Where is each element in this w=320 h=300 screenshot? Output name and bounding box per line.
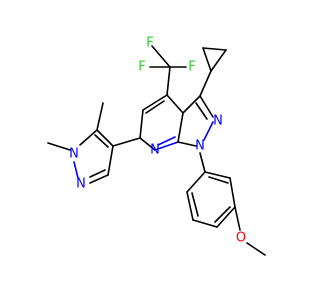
atom-f2: F <box>138 60 145 75</box>
bond-pz-n2-c3-double <box>89 169 106 178</box>
atom-n-dimethylpyrazole-1: N <box>69 147 79 162</box>
bond-n1-aryl <box>199 152 206 173</box>
atom-n-pyridine: N <box>150 143 160 158</box>
bond-c3-cyclopropyl <box>199 70 212 97</box>
atom-n-pyrazole-2: N <box>213 114 223 129</box>
bond-n7-c7a-double <box>157 136 176 146</box>
bond-c3a-c4 <box>166 94 184 114</box>
molecule-structure-diagram: F F F N N N N N O <box>47 36 266 256</box>
bond-cyclopropyl-b <box>210 49 227 72</box>
bond-pz-n2-c3 <box>89 174 109 184</box>
bond-pz-n1-n2 <box>73 161 79 179</box>
bond-cyclopropyl-c <box>202 47 227 51</box>
bond-c4-c5-double <box>145 100 165 114</box>
bond-aryl-5 <box>186 191 194 221</box>
bond-aryl-5-double <box>191 192 199 217</box>
atom-f1: F <box>146 36 153 51</box>
bond-cyclopropyl-a <box>202 47 212 72</box>
bond-n2-n1 <box>203 121 214 141</box>
bond-c4-c5 <box>142 94 168 111</box>
bond-aryl-3 <box>216 206 236 228</box>
atom-o-methoxy: O <box>236 231 246 246</box>
bond-c3-n2 <box>199 95 214 118</box>
bond-aryl-6 <box>186 171 206 193</box>
bond-n1-c7a <box>177 141 197 147</box>
bond-pz-c5-n1 <box>79 129 98 146</box>
bond-pz-c5-methyl <box>96 102 104 131</box>
atom-label-layer: F F F N N N N N O <box>69 36 246 246</box>
bond-pz-c3-c4 <box>107 145 114 176</box>
bond-n7-c7a <box>154 141 179 151</box>
bond-c5-c6 <box>139 109 144 139</box>
atom-n-pyrazole-1: N <box>195 139 205 154</box>
bond-pz-c4-c5 <box>96 129 114 147</box>
bond-c3-n2-double <box>195 102 208 120</box>
bond-layer <box>47 45 266 256</box>
bond-aryl-2 <box>229 177 236 208</box>
bond-c7a-c3a <box>177 112 184 143</box>
bond-aryl-3-double <box>214 206 231 223</box>
bond-c-cf3 <box>166 66 171 96</box>
bond-aryl-1-double <box>208 176 229 184</box>
bond-aryl-4 <box>192 219 218 228</box>
bond-pz-n1-methyl <box>47 142 71 151</box>
bond-c3a-c3 <box>182 95 201 114</box>
bond-o-methyl <box>246 242 266 256</box>
bond-c6-n7 <box>139 137 156 151</box>
atom-n-dimethylpyrazole-2: N <box>76 177 86 192</box>
bond-pz-c4-c5-double <box>94 134 109 148</box>
bond-c-f1 <box>151 45 171 68</box>
bond-aryl-1 <box>204 171 231 179</box>
atom-f3: F <box>188 60 195 75</box>
bond-c6-pyrazole <box>112 137 141 147</box>
bond-aryl-o <box>234 206 241 231</box>
